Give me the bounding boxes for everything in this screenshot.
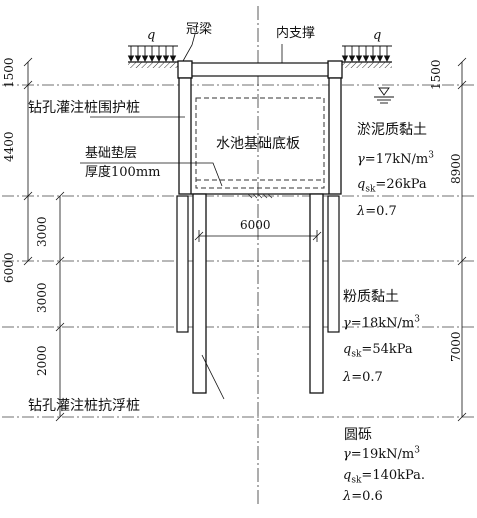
- soil-3-gamma: γ=19kN/m3: [343, 445, 420, 462]
- crown-beam-left: [177, 60, 193, 79]
- dim-left-2000: 2000: [35, 345, 49, 376]
- ground-surface: [128, 61, 392, 68]
- inner-support-strut: [191, 62, 329, 77]
- soil-1-gamma: γ=17kN/m3: [357, 150, 434, 167]
- retaining-pile-label: 钻孔灌注桩围护桩: [28, 100, 140, 116]
- uplift-pile-label: 钻孔灌注桩抗浮桩: [28, 398, 140, 414]
- width-dimension: [194, 230, 322, 242]
- inner-support-label: 内支撑: [276, 26, 316, 41]
- bottom-hatch: [247, 193, 273, 199]
- right-dimension-line: [457, 57, 467, 422]
- soil-2-gamma: γ=18kN/m3: [343, 314, 420, 331]
- dim-left-1500: 1500: [2, 57, 16, 88]
- uplift-pile-left: [192, 193, 207, 394]
- water-table-icon: [374, 87, 394, 104]
- dim-right-7000: 7000: [449, 331, 463, 362]
- retaining-pile-right: [328, 77, 342, 195]
- soil-1-qsk: qsk=26kPa: [357, 177, 427, 195]
- leader-lines: [80, 33, 283, 400]
- dim-left-6000: 6000: [2, 252, 16, 283]
- width-label: 6000: [240, 218, 271, 232]
- crown-beam-right: [327, 60, 343, 79]
- soil-1-lambda: λ=0.7: [357, 204, 397, 219]
- q-left-label: q: [147, 28, 156, 43]
- level-lines: [2, 84, 475, 418]
- dim-right-8900: 8900: [449, 153, 463, 184]
- left-dimension-line: [23, 57, 65, 422]
- soil-1-name: 淤泥质黏土: [357, 122, 427, 138]
- crown-beam-label: 冠梁: [186, 22, 213, 37]
- cushion-label: 基础垫层: [85, 146, 138, 161]
- pool-slab-label: 水池基础底板: [216, 136, 300, 152]
- dim-left-4400: 4400: [2, 131, 16, 162]
- soil-2-qsk: qsk=54kPa: [343, 342, 413, 360]
- surcharge-arrows-right: [341, 45, 392, 63]
- soil-2-name: 粉质黏土: [343, 289, 399, 305]
- q-right-label: q: [373, 28, 382, 43]
- soil-3-lambda: λ=0.6: [343, 489, 383, 504]
- soil-2-lambda: λ=0.7: [343, 370, 383, 385]
- surcharge-arrows-left: [127, 45, 178, 63]
- dim-right-1500: 1500: [429, 59, 443, 90]
- retaining-pile-left: [178, 77, 192, 195]
- pool-outline: [195, 97, 325, 189]
- uplift-pile-right: [309, 193, 324, 394]
- retaining-pile-left-lower: [176, 195, 189, 333]
- soil-3-name: 圆砾: [344, 427, 372, 443]
- cushion-thickness-label: 厚度100mm: [85, 165, 161, 180]
- dim-left-3000b: 3000: [35, 282, 49, 313]
- dim-left-3000a: 3000: [35, 216, 49, 247]
- soil-3-qsk: qsk=140kPa.: [343, 468, 426, 486]
- retaining-pile-right-lower: [327, 195, 340, 333]
